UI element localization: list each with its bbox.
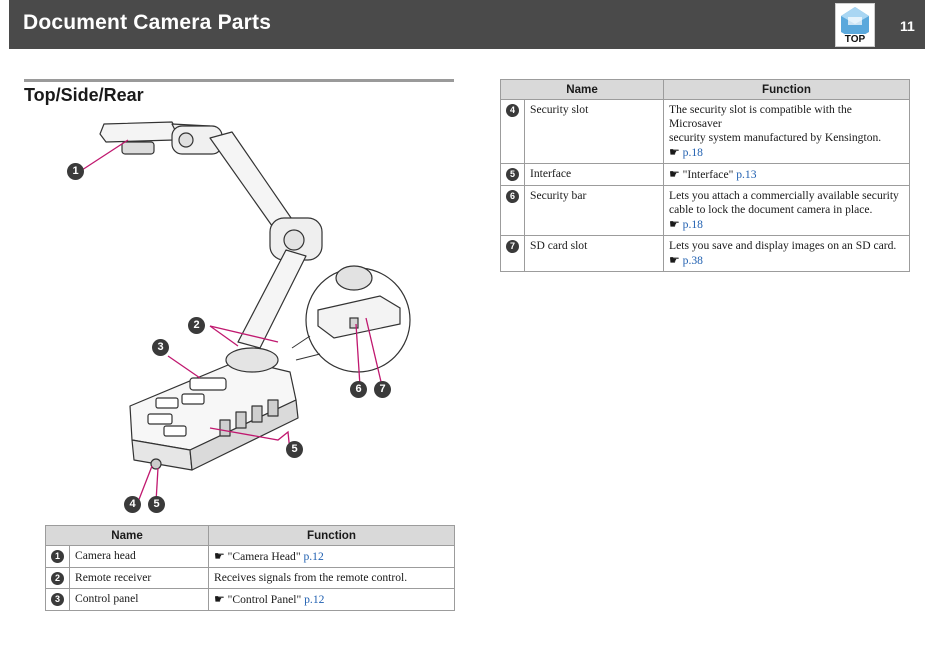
- table-row: 3 Control panel ☛ "Control Panel" p.12: [45, 588, 455, 611]
- pointing-hand-icon: ☛: [669, 167, 680, 181]
- part-function: ☛ "Control Panel" p.12: [208, 588, 455, 611]
- item-number-badge: 7: [506, 240, 519, 253]
- reference-text: "Interface": [682, 168, 737, 181]
- table-row: 1 Camera head ☛ "Camera Head" p.12: [45, 545, 455, 568]
- column-header-name: Name: [45, 525, 209, 546]
- page-header: Document Camera Parts TOP 11: [9, 0, 925, 49]
- table-row: 6 Security bar Lets you attach a commerc…: [500, 185, 910, 236]
- projector-top-icon: [841, 7, 869, 45]
- function-line: cable to lock the document camera in pla…: [669, 203, 873, 216]
- function-line: The security slot is compatible with the…: [669, 103, 852, 130]
- part-name: Security bar: [524, 185, 664, 236]
- part-function: Receives signals from the remote control…: [208, 567, 455, 589]
- part-function: ☛ "Camera Head" p.12: [208, 545, 455, 568]
- pointing-hand-icon: ☛: [669, 253, 680, 267]
- parts-table-left: Name Function 1 Camera head ☛ "Camera He…: [45, 525, 455, 611]
- callout-7: 7: [374, 381, 391, 398]
- pointing-hand-icon: ☛: [214, 592, 225, 606]
- table-row: 7 SD card slot Lets you save and display…: [500, 235, 910, 272]
- item-number-badge: 6: [506, 190, 519, 203]
- item-number-badge: 1: [51, 550, 64, 563]
- pointing-hand-icon: ☛: [214, 549, 225, 563]
- part-name: Interface: [524, 163, 664, 186]
- part-name: SD card slot: [524, 235, 664, 272]
- item-number-badge: 2: [51, 572, 64, 585]
- item-number-badge: 5: [506, 168, 519, 181]
- callout-2: 2: [188, 317, 205, 334]
- part-function: Lets you attach a commercially available…: [663, 185, 910, 236]
- pointing-hand-icon: ☛: [669, 217, 680, 231]
- page-link[interactable]: p.12: [304, 593, 325, 606]
- item-number-badge: 3: [51, 593, 64, 606]
- pointing-hand-icon: ☛: [669, 145, 680, 159]
- page-number: 11: [900, 18, 915, 34]
- function-line: Lets you attach a commercially available…: [669, 189, 899, 202]
- table-header-row: Name Function: [500, 79, 910, 100]
- document-camera-drawing: [81, 121, 411, 503]
- part-name: Remote receiver: [69, 567, 209, 589]
- top-button-label: TOP: [844, 34, 866, 45]
- column-header-function: Function: [208, 525, 455, 546]
- reference-line: ☛ p.18: [669, 145, 904, 160]
- table-row: 5 Interface ☛ "Interface" p.13: [500, 163, 910, 186]
- function-line: security system manufactured by Kensingt…: [669, 131, 882, 144]
- reference-line: ☛ p.38: [669, 253, 904, 268]
- column-header-function: Function: [663, 79, 910, 100]
- function-line: Lets you save and display images on an S…: [669, 239, 897, 252]
- part-function: ☛ "Interface" p.13: [663, 163, 910, 186]
- part-name: Control panel: [69, 588, 209, 611]
- parts-table-right: Name Function 4 Security slot The securi…: [500, 79, 910, 272]
- page-title: Document Camera Parts: [23, 11, 272, 34]
- reference-text: "Control Panel": [227, 593, 305, 606]
- part-function: The security slot is compatible with the…: [663, 99, 910, 164]
- callout-6: 6: [350, 381, 367, 398]
- table-row: 4 Security slot The security slot is com…: [500, 99, 910, 164]
- callout-4: 4: [124, 496, 141, 513]
- reference-line: ☛ p.18: [669, 217, 904, 232]
- table-row: 2 Remote receiver Receives signals from …: [45, 567, 455, 589]
- page-link[interactable]: p.13: [736, 168, 757, 181]
- section-divider: [24, 79, 454, 82]
- callout-1: 1: [67, 163, 84, 180]
- part-name: Security slot: [524, 99, 664, 164]
- top-button[interactable]: TOP: [835, 3, 875, 47]
- callout-3: 3: [152, 339, 169, 356]
- page-link[interactable]: p.18: [682, 146, 703, 159]
- document-camera-illustration: 1 2 3 6 7 5 4 5: [60, 110, 420, 525]
- callout-5-rear: 5: [286, 441, 303, 458]
- column-header-name: Name: [500, 79, 664, 100]
- table-header-row: Name Function: [45, 525, 455, 546]
- reference-text: "Camera Head": [227, 550, 304, 563]
- part-function: Lets you save and display images on an S…: [663, 235, 910, 272]
- page-link[interactable]: p.18: [682, 218, 703, 231]
- page-link[interactable]: p.38: [682, 254, 703, 267]
- page-link[interactable]: p.12: [303, 550, 324, 563]
- item-number-badge: 4: [506, 104, 519, 117]
- callout-5-side: 5: [148, 496, 165, 513]
- part-name: Camera head: [69, 545, 209, 568]
- section-title: Top/Side/Rear: [24, 85, 144, 105]
